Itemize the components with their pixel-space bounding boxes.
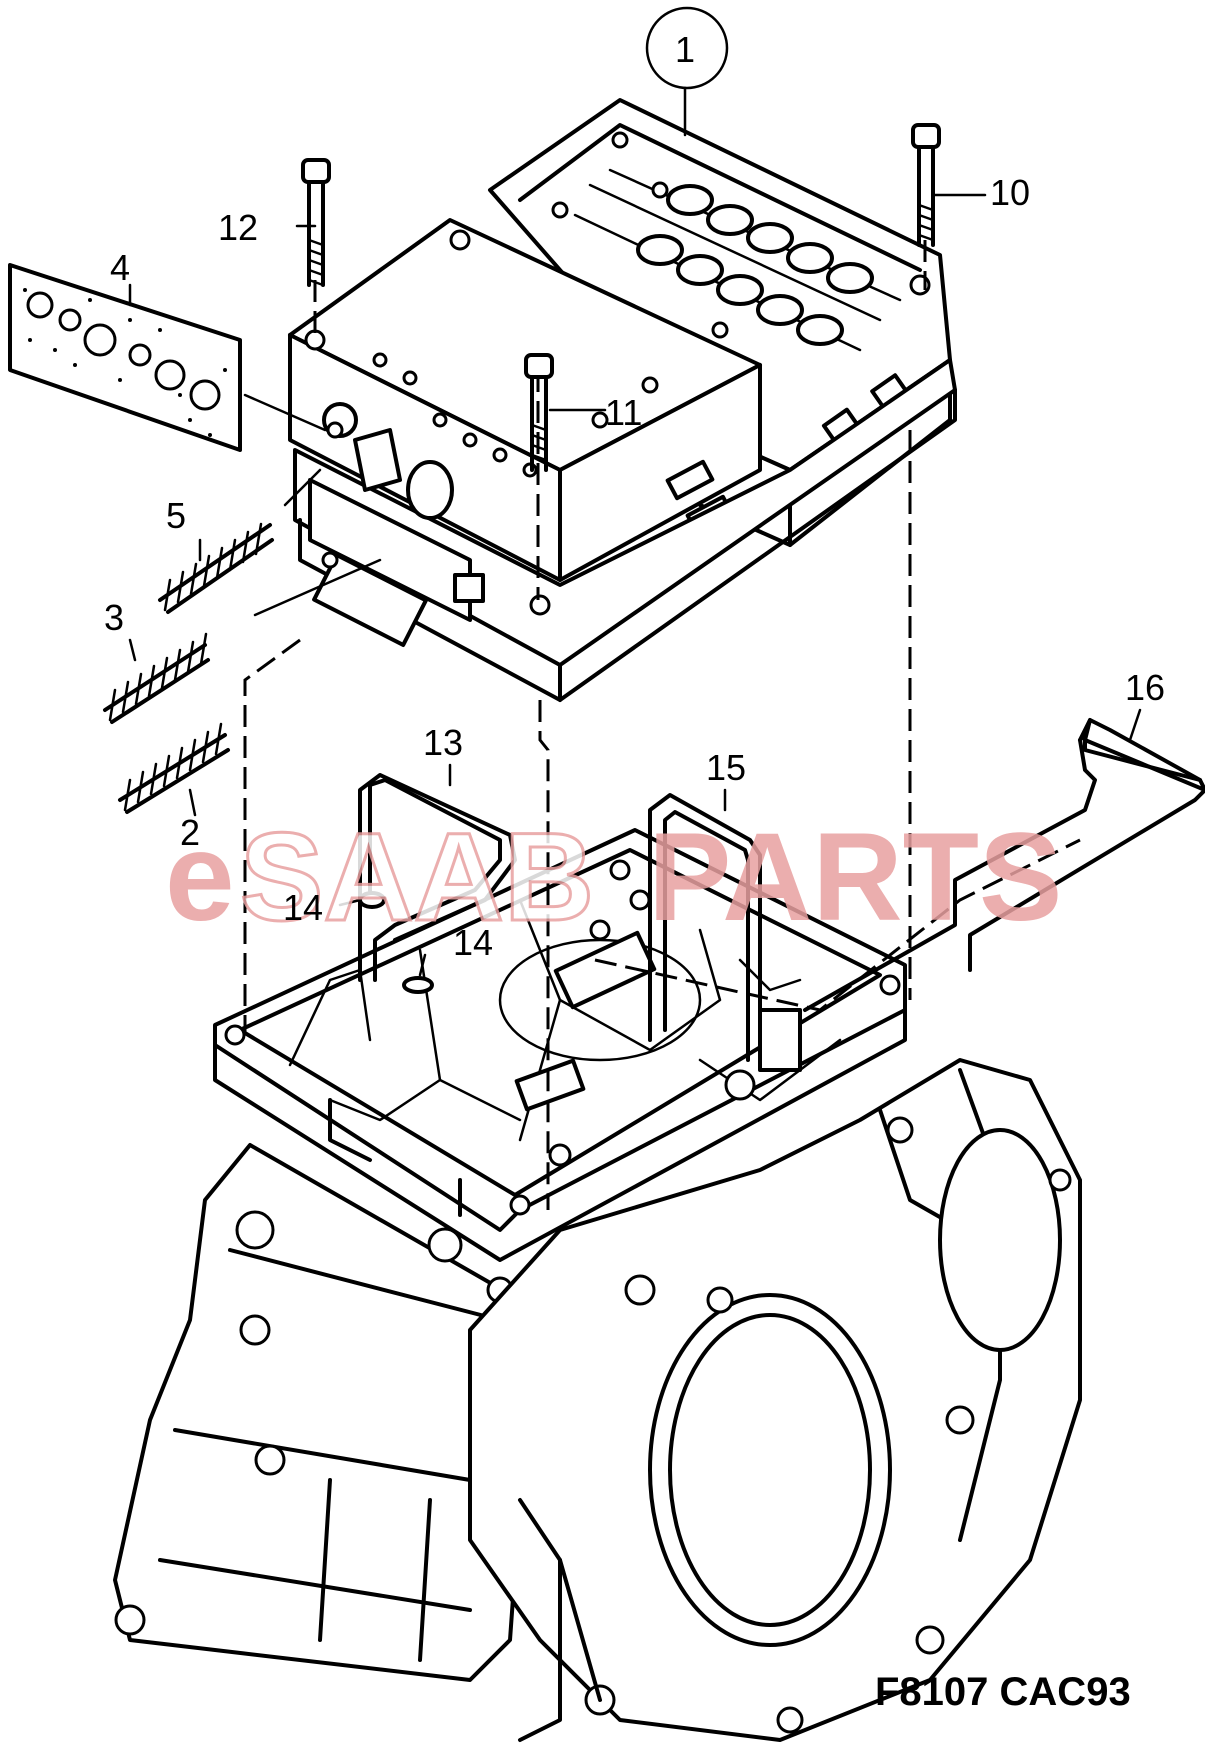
pipe-16 <box>803 718 1205 1012</box>
callout-14-upper: 14 <box>283 887 323 928</box>
callout-13: 13 <box>423 722 463 763</box>
callout-circle-1 <box>645 6 729 90</box>
callout-4: 4 <box>110 247 130 288</box>
watermark-middle: SAAB <box>240 808 594 947</box>
spring-3 <box>103 632 210 724</box>
gasket-4 <box>8 263 242 452</box>
spring-2 <box>118 722 230 814</box>
callout-3: 3 <box>104 597 124 638</box>
pipe-13 <box>358 773 517 982</box>
callout-1: 1 <box>675 29 695 70</box>
callout-leaders <box>128 6 1142 977</box>
springs <box>103 522 274 814</box>
figure-code: F8107 CAC93 <box>875 1670 1131 1714</box>
pipes <box>358 718 1205 1062</box>
o-ring-14 <box>358 891 434 994</box>
assembly-guide-lines <box>243 240 1081 1210</box>
bolt-10 <box>911 123 941 247</box>
callout-2: 2 <box>180 812 200 853</box>
spring-5 <box>158 522 274 614</box>
watermark-prefix: e <box>165 808 235 947</box>
callout-14-lower: 14 <box>453 922 493 963</box>
callout-5: 5 <box>166 495 186 536</box>
spool-valves <box>636 184 874 346</box>
bolt-11 <box>524 353 554 472</box>
callout-12: 12 <box>218 207 258 248</box>
pipe-15 <box>648 793 762 1062</box>
callout-16: 16 <box>1125 667 1165 708</box>
transmission-housing <box>113 828 1082 1742</box>
watermark: e SAAB PARTS <box>165 807 1062 949</box>
bolt-12 <box>301 158 331 287</box>
callout-10: 10 <box>990 172 1030 213</box>
callout-11: 11 <box>605 392 642 433</box>
callout-15: 15 <box>706 747 746 788</box>
watermark-suffix: PARTS <box>648 808 1062 947</box>
callout-labels: 1 12 4 10 11 5 3 2 13 14 14 15 16 <box>104 29 1165 963</box>
